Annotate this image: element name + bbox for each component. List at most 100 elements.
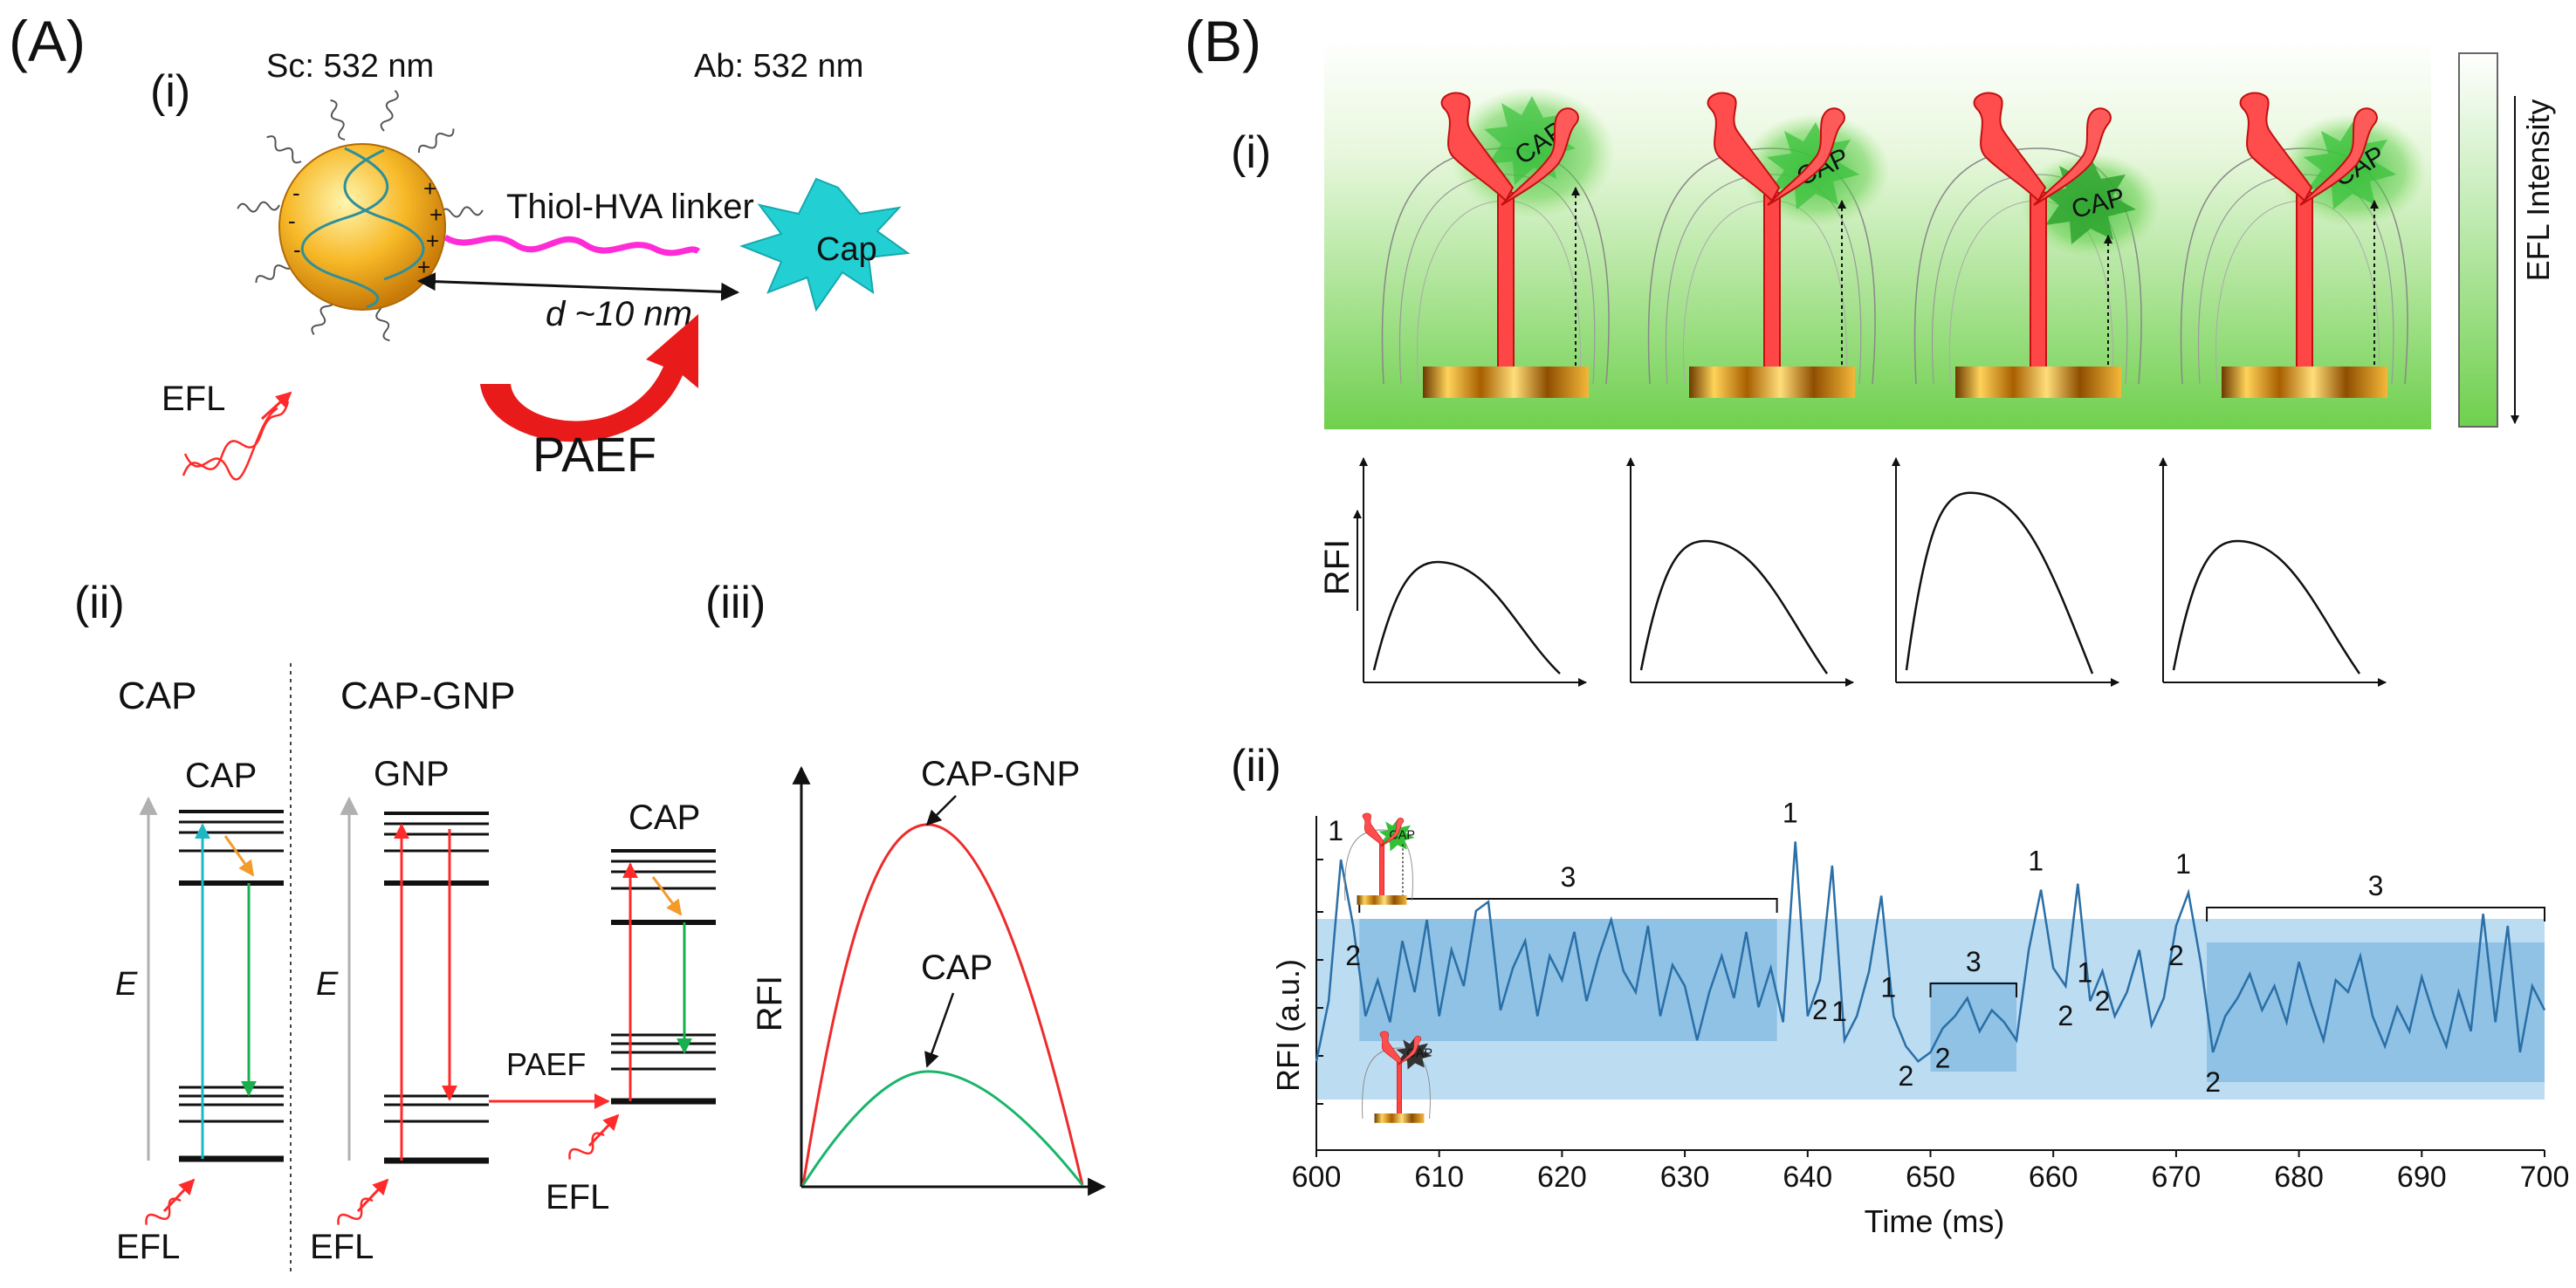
trace-bracket: [1929, 983, 2017, 997]
absorption-label: Ab: 532 nm: [694, 48, 863, 85]
trace-xtick-label: 630: [1660, 1161, 1710, 1194]
trace-annotation: 1: [1783, 797, 1798, 828]
trace-bracket: [2206, 907, 2545, 921]
trace-annotation: 1: [2175, 848, 2191, 880]
trace-xtick-label: 600: [1292, 1161, 1342, 1194]
cap-level-label-2: CAP: [629, 798, 700, 837]
panel-a-i-label: (i): [150, 66, 190, 117]
cap-molecule: [739, 177, 910, 312]
rfi-comparison-plot: RFI CAP-GNP CAP: [751, 755, 1107, 1196]
trace-xtick-label: 660: [2029, 1161, 2078, 1194]
trace-annotation: 1: [1831, 996, 1847, 1027]
efl-wave-left: [145, 1178, 196, 1225]
trace-bracket-label: 3: [1966, 946, 1982, 977]
paef-arrow: [480, 314, 698, 442]
panel-b-i-label: (i): [1231, 127, 1271, 178]
panel-b-label: (B): [1185, 9, 1261, 73]
trace-annotation: 1: [2078, 956, 2093, 988]
trace-bracket-label: 3: [2368, 870, 2384, 901]
efl-wave-cap2: [568, 1113, 620, 1160]
device-2: CAP: [1647, 92, 1890, 398]
series-label-cap: CAP: [921, 949, 993, 987]
device-4: CAP: [2180, 92, 2427, 398]
device-3: CAP: [1913, 92, 2160, 398]
thumbnail-inactive: CAP: [1362, 1031, 1432, 1123]
thiol-hva-linker: [443, 234, 701, 257]
gold-nanoparticle: ++++ ---: [278, 143, 446, 311]
series-label-cap-gnp: CAP-GNP: [921, 755, 1080, 793]
svg-text:-: -: [288, 208, 296, 234]
efl-wave-gnp: [337, 1178, 389, 1225]
energy-axis-label-left: E: [115, 966, 138, 1003]
trace-annotation: 2: [2205, 1066, 2221, 1098]
mini-plot-curve: [1639, 539, 1829, 675]
efl-label-cap2: EFL: [546, 1178, 609, 1216]
mini-plot-curve: [1905, 491, 2094, 675]
cap-gnp-energy-levels: [611, 849, 716, 1105]
trace-annotation: 2: [2057, 1000, 2073, 1031]
linker-label: Thiol-HVA linker: [506, 188, 754, 226]
rfi-mini-plots: [1359, 457, 2387, 687]
scattering-label: Sc: 532 nm: [266, 48, 434, 85]
svg-text:+: +: [417, 254, 430, 280]
distance-arrow: [416, 272, 740, 301]
trace-xtick-label: 610: [1414, 1161, 1464, 1194]
trace-annotation: 2: [2095, 985, 2111, 1017]
trace-annotation: 1: [1880, 972, 1896, 1004]
cap-level-label: CAP: [185, 757, 257, 795]
trace-bracket: [1358, 898, 1778, 913]
trace-xtick-label: 670: [2152, 1161, 2202, 1194]
trace-annotation: 2: [1812, 994, 1828, 1025]
gnp-energy-levels: [384, 812, 489, 1164]
cap-gnp-curve: [801, 823, 1084, 1186]
trace-bracket-label: 3: [1561, 861, 1577, 893]
colorbar-label: EFL Intensity: [2520, 99, 2556, 282]
rfi-time-trace: 600 610 620 630 640 650 660 670 680 690 700 1 1 1 1 1 1 1…: [1292, 797, 2570, 1194]
energy-axis-label-right: E: [316, 966, 339, 1003]
efl-excitation-wave: [182, 391, 292, 481]
trace-xtick-label: 650: [1906, 1161, 1955, 1194]
device-1: CAP: [1381, 87, 1615, 398]
trace-xtick-label: 680: [2274, 1161, 2324, 1194]
trace-line: [1315, 841, 2546, 1064]
trace-annotation: 1: [2028, 846, 2044, 877]
svg-text:-: -: [292, 180, 300, 206]
trace-annotation: 2: [1345, 940, 1361, 971]
trace-xtick-label: 690: [2397, 1161, 2447, 1194]
trace-xtick-label: 700: [2520, 1161, 2570, 1194]
distance-label: d ~10 nm: [546, 295, 692, 333]
rfi-ylabel: RFI: [751, 976, 789, 1031]
rfi-label-b: RFI: [1318, 539, 1357, 595]
paef-transfer-label: PAEF: [506, 1046, 586, 1082]
cap-curve: [801, 1070, 1084, 1186]
efl-label-left: EFL: [116, 1228, 180, 1266]
gnp-level-label: GNP: [374, 755, 450, 793]
panel-a-label: (A): [9, 9, 86, 73]
paef-label: PAEF: [532, 427, 656, 482]
trace-annotation: 2: [1935, 1042, 1951, 1073]
cap-label: Cap: [816, 231, 877, 268]
cap-energy-levels: [179, 810, 284, 1162]
svg-text:+: +: [429, 202, 443, 228]
energy-right-title: CAP-GNP: [340, 675, 515, 717]
trace-xlabel: Time (ms): [1865, 1203, 2005, 1239]
panel-b-ii-label: (ii): [1231, 741, 1281, 791]
efl-colorbar: [2458, 52, 2498, 428]
trace-ylabel: RFI (a.u.): [1270, 959, 1306, 1092]
efl-label-gnp: EFL: [310, 1228, 374, 1266]
panel-a-ii-label: (ii): [74, 578, 125, 628]
thumbnail-active: CAP: [1344, 812, 1415, 905]
trace-xtick-label: 620: [1537, 1161, 1587, 1194]
svg-text:+: +: [423, 175, 436, 202]
trace-annotation: 1: [1328, 815, 1343, 846]
svg-text:-: -: [293, 236, 301, 263]
mini-plot-curve: [2172, 539, 2361, 675]
mini-plot-curve: [1372, 560, 1561, 675]
trace-annotation: 2: [2168, 940, 2184, 971]
trace-annotation: 2: [1898, 1060, 1913, 1092]
panel-a-iii-label: (iii): [705, 578, 766, 628]
svg-text:+: +: [426, 228, 439, 254]
energy-left-title: CAP: [118, 675, 196, 717]
trace-xtick-label: 640: [1783, 1161, 1832, 1194]
